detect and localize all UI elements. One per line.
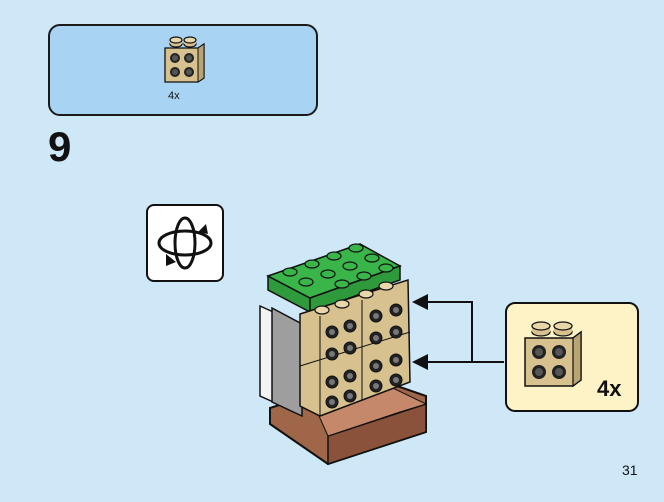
sub-quantity: 4x — [597, 376, 622, 401]
tan-brick-icon — [164, 36, 205, 83]
rotate-model-icon — [157, 216, 213, 270]
page-number: 31 — [622, 462, 638, 478]
placement-arrows — [412, 294, 504, 370]
arrow-head-lower — [412, 354, 428, 370]
parts-list-callout: 4x — [48, 24, 318, 116]
arrow-head-upper — [412, 294, 428, 310]
step-number: 9 — [48, 123, 72, 170]
rotate-model-box — [146, 204, 224, 282]
tan-brick-icon — [524, 321, 582, 388]
sub-assembly-callout: 4x — [505, 302, 639, 412]
parts-quantity: 4x — [168, 90, 180, 102]
model-assembly — [259, 243, 428, 466]
